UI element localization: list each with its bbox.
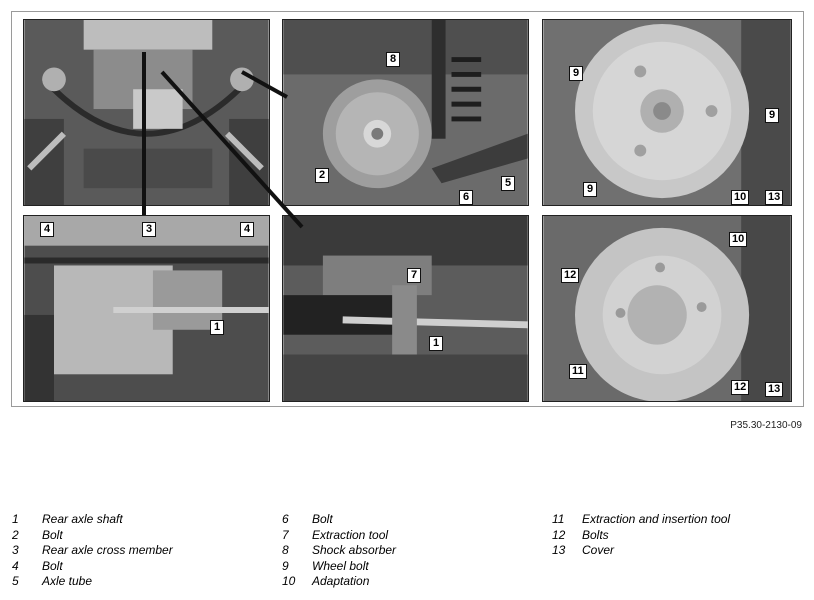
legend-number: 11	[552, 512, 565, 526]
panel-extraction-tool: 7 1	[282, 215, 529, 402]
legend-item: 6 Bolt	[282, 512, 532, 528]
panel-hub-wheel-bolts: 9 9 9 10 13	[542, 19, 792, 206]
legend-item: 2 Bolt	[12, 528, 262, 544]
callout-4-right: 4	[240, 222, 254, 237]
legend-text: Extraction and insertion tool	[582, 512, 731, 526]
legend-text: Bolt	[42, 527, 63, 542]
callout-1-tool: 1	[429, 336, 443, 351]
legend-text: Wheel bolt	[312, 558, 369, 573]
callout-13-tool: 13	[765, 382, 784, 397]
callout-6: 6	[459, 190, 473, 205]
callout-12-top: 12	[561, 268, 580, 283]
legend-number: 8	[282, 543, 289, 557]
legend-item: 5 Axle tube	[12, 574, 262, 590]
legend-number: 5	[12, 574, 19, 588]
legend-item: 13 Cover	[552, 543, 802, 559]
callout-12-bottom: 12	[731, 380, 750, 395]
callout-9-top: 9	[569, 66, 583, 81]
callout-1: 1	[210, 320, 224, 335]
callout-10-tool: 10	[729, 232, 748, 247]
hub-wheel-bolts-illustration	[543, 20, 791, 205]
legend-text: Bolts	[582, 527, 609, 542]
legend-number: 6	[282, 512, 289, 526]
legend-number: 12	[552, 527, 566, 542]
legend-item: 1 Rear axle shaft	[12, 512, 262, 528]
callout-4-left: 4	[40, 222, 54, 237]
legend-column-2: 6 Bolt 7 Extraction tool 8 Shock absorber 9…	[282, 512, 532, 590]
underbody-overview-illustration	[24, 20, 269, 205]
callout-9-right: 9	[765, 108, 779, 123]
legend-text: Bolt	[42, 558, 63, 573]
legend-text: Shock absorber	[312, 543, 397, 557]
drum-brake-illustration	[283, 20, 528, 205]
extraction-tool-illustration	[283, 216, 528, 401]
legend-number: 2	[12, 527, 19, 542]
legend-item: 4 Bolt	[12, 559, 262, 575]
legend-text: Bolt	[312, 512, 333, 526]
legend-number: 3	[12, 543, 19, 557]
legend-text: Rear axle shaft	[42, 512, 123, 526]
callout-2: 2	[315, 168, 329, 183]
figure-reference-id: P35.30-2130-09	[730, 420, 802, 431]
callout-10: 10	[731, 190, 750, 205]
legend-item: 7 Extraction tool	[282, 528, 532, 544]
legend-text: Rear axle cross member	[42, 543, 173, 557]
legend-number: 10	[282, 574, 296, 588]
legend-text: Extraction tool	[312, 527, 389, 542]
legend-item: 9 Wheel bolt	[282, 559, 532, 575]
panel-cross-member: 3 4 4 1	[23, 215, 270, 402]
panel-underbody-overview	[23, 19, 270, 206]
callout-7: 7	[407, 268, 421, 283]
callout-13: 13	[765, 190, 784, 205]
panel-rear-drum-brake: 8 2 6 5	[282, 19, 529, 206]
legend-number: 7	[282, 527, 289, 542]
panel-hub-extraction-tool: 10 12 11 12 13	[542, 215, 792, 402]
cross-member-illustration	[24, 216, 269, 401]
legend-number: 9	[282, 558, 289, 573]
legend-number: 13	[552, 543, 566, 557]
callout-9-bottom: 9	[583, 182, 597, 197]
callout-8: 8	[386, 52, 400, 67]
legend-text: Adaptation	[312, 574, 370, 588]
legend-item: 8 Shock absorber	[282, 543, 532, 559]
legend-text: Axle tube	[42, 574, 93, 588]
legend-item: 10 Adaptation	[282, 574, 532, 590]
callout-3: 3	[142, 222, 156, 237]
legend-item: 11 Extraction and insertion tool	[552, 512, 802, 528]
legend-item: 3 Rear axle cross member	[12, 543, 262, 559]
legend-item: 12 Bolts	[552, 528, 802, 544]
legend-text: Cover	[582, 543, 615, 557]
legend-number: 4	[12, 558, 19, 573]
callout-5: 5	[501, 176, 515, 191]
figure-frame: 8 2 6 5 9 9 9 10 13	[11, 11, 804, 407]
legend-number: 1	[12, 512, 19, 526]
callout-11: 11	[569, 364, 587, 379]
